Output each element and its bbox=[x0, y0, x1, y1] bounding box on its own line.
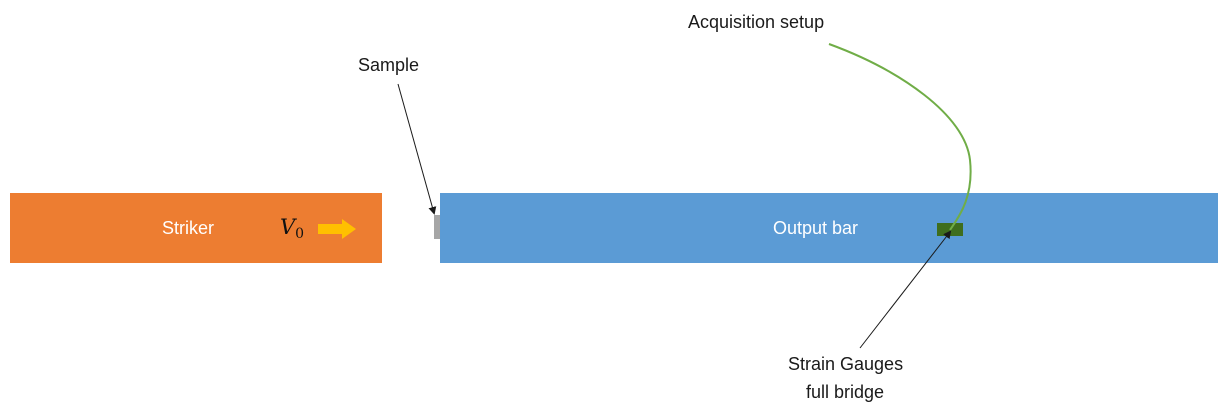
velocity-label: V0 bbox=[280, 214, 304, 247]
velocity-symbol: V bbox=[280, 215, 296, 239]
output-bar-label: Output bar bbox=[773, 218, 859, 238]
velocity-subscript: 0 bbox=[295, 226, 305, 242]
sample-specimen bbox=[434, 215, 440, 239]
striker-label: Striker bbox=[162, 218, 215, 238]
sample-pointer-line bbox=[397, 83, 437, 215]
full-bridge-label: full bridge bbox=[806, 382, 885, 402]
strain-gauge bbox=[937, 223, 963, 236]
sample-label: Sample bbox=[358, 55, 420, 75]
striker-bar: Striker bbox=[10, 193, 382, 263]
strain-gauges-label: Strain Gauges bbox=[788, 354, 904, 374]
acquisition-setup-label: Acquisition setup bbox=[688, 12, 825, 32]
output-bar: Output bar bbox=[440, 193, 1218, 263]
